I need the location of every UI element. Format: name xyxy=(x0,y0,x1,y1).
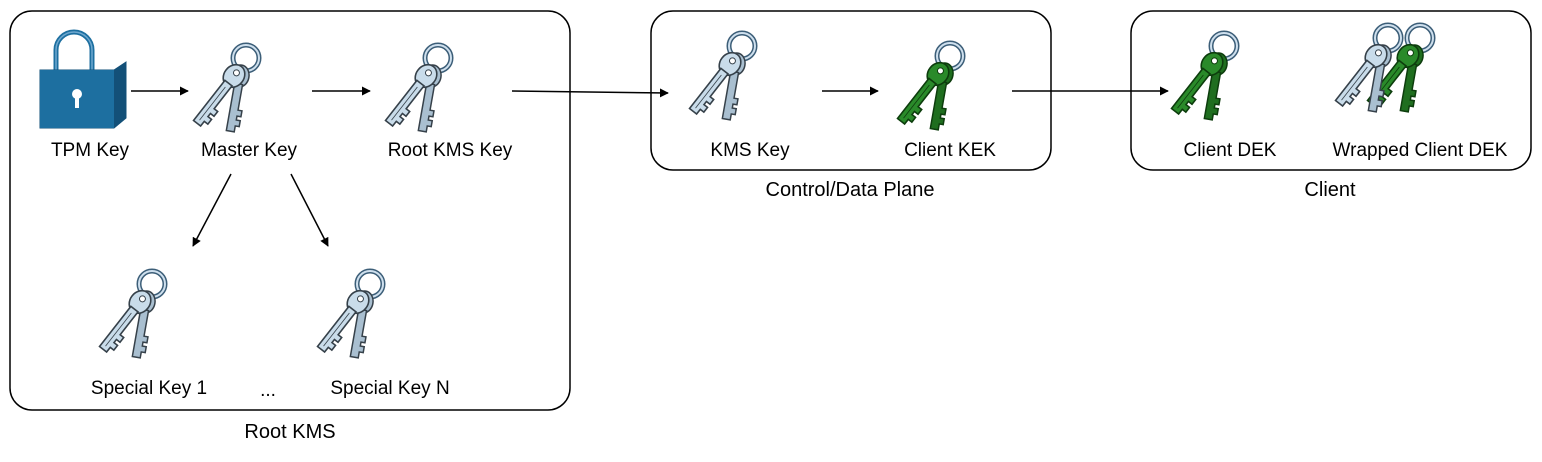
special-key-1-label: Special Key 1 xyxy=(90,378,208,399)
control-plane-group-label: Control/Data Plane xyxy=(765,179,935,201)
client-kek-label: Client KEK xyxy=(904,140,996,161)
client-dek-icon xyxy=(1167,33,1237,121)
wrapped-client-dek-label: Wrapped Client DEK xyxy=(1332,140,1508,161)
root-kms-key-label: Root KMS Key xyxy=(387,140,513,161)
tpm-key-label: TPM Key xyxy=(50,140,130,161)
client-dek-label: Client DEK xyxy=(1183,140,1277,161)
root-kms-group-label: Root KMS xyxy=(244,421,336,443)
kms-key-label: KMS Key xyxy=(710,140,790,161)
tpm-lock-icon xyxy=(39,29,127,129)
master-key-label: Master Key xyxy=(200,140,298,161)
special-key-n-label: Special Key N xyxy=(330,378,450,399)
arrow-master-to-special-n xyxy=(290,173,329,247)
special-key-1-icon xyxy=(95,271,165,359)
master-key-icon xyxy=(189,45,259,133)
wrapped-keys-icon xyxy=(1331,25,1433,113)
special-key-n-icon xyxy=(313,271,383,359)
client-kek-icon xyxy=(893,43,963,131)
root-kms-group-box xyxy=(9,10,571,411)
client-group-label: Client xyxy=(1304,179,1356,201)
root-kms-key-icon xyxy=(381,45,451,133)
arrow-master-to-special-1 xyxy=(192,173,232,247)
arrow-rootkms-to-kms xyxy=(511,88,669,98)
ellipsis-label: ... xyxy=(260,380,276,401)
kms-key-icon xyxy=(685,33,755,121)
